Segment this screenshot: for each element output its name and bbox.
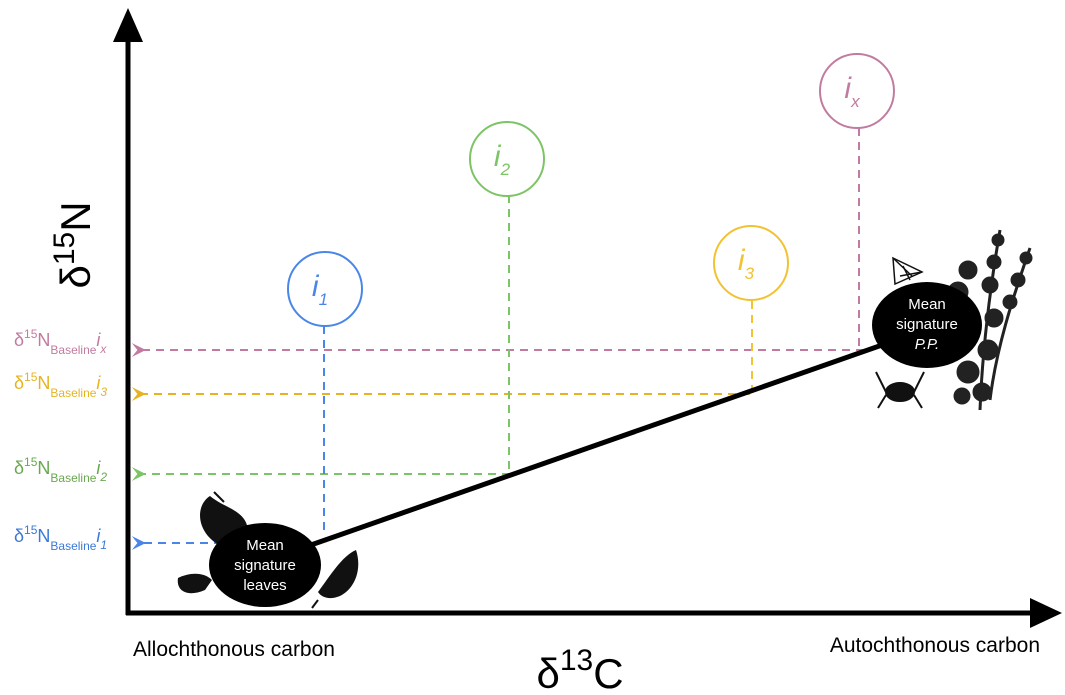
svg-text:signature: signature: [234, 557, 296, 574]
svg-text:leaves: leaves: [243, 577, 286, 594]
consumer-i3: i3: [713, 225, 789, 301]
svg-text:P.P.: P.P.: [915, 336, 939, 353]
spider-web-icon: [892, 256, 924, 286]
y-axis-label: δ15N: [48, 201, 99, 288]
svg-text:Mean: Mean: [246, 537, 284, 554]
y-axis-arrowhead: [113, 8, 143, 42]
mixing-line: [267, 327, 926, 563]
consumer-i1: i1: [287, 251, 363, 327]
svg-text:ix: ix: [844, 72, 860, 111]
autochthonous-caption: Autochthonous carbon: [830, 634, 1040, 657]
x-axis-label: δ13C: [536, 644, 623, 695]
x-axis: [126, 598, 1062, 628]
svg-text:i3: i3: [738, 244, 755, 283]
allochthonous-caption: Allochthonous carbon: [133, 638, 335, 661]
consumer-i2: i2: [469, 121, 545, 197]
svg-text:Mean: Mean: [908, 296, 946, 313]
baseline-label-i3: δ15NBaselinei3: [14, 370, 107, 400]
baseline-label-ix: δ15NBaselineix: [14, 327, 107, 357]
y-axis: [113, 8, 143, 615]
endpoint-leaves: Mean signature leaves: [209, 523, 321, 607]
insect-icon: [875, 371, 925, 409]
baseline-label-i2: δ15NBaselinei2: [14, 455, 107, 485]
endpoint-primary-producers: Mean signature P.P.: [872, 282, 982, 368]
baseline-label-i1: δ15NBaselinei1: [14, 523, 107, 553]
svg-text:i1: i1: [312, 270, 328, 309]
svg-text:i2: i2: [494, 140, 511, 179]
plant-icon: [947, 229, 1033, 411]
consumer-ix: ix: [819, 53, 895, 129]
x-axis-arrowhead: [1030, 598, 1062, 628]
svg-text:signature: signature: [896, 316, 958, 333]
